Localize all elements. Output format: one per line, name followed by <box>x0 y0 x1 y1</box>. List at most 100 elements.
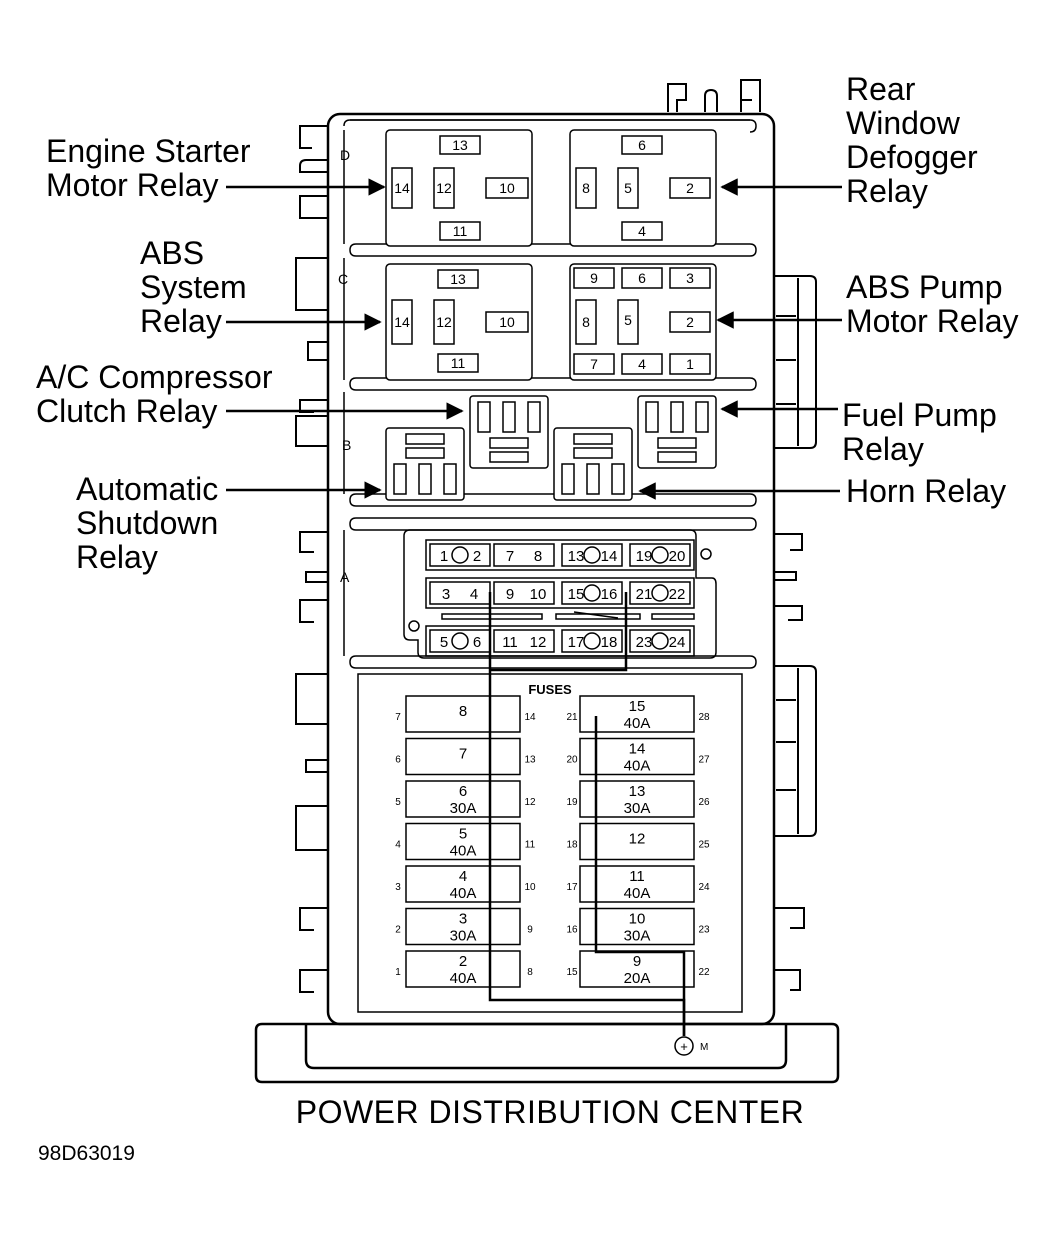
mini-fuse-number: 19 <box>636 548 653 565</box>
mini-fuse-number: 7 <box>506 548 514 565</box>
mini-fuse-number: 24 <box>669 634 686 651</box>
maxi-cavity-number: 15 <box>566 967 578 978</box>
relay-d-left-pin-top: 13 <box>452 137 468 153</box>
figure-id: 98D63019 <box>38 1142 135 1165</box>
maxi-fuse-number: 4 <box>459 868 467 885</box>
maxi-cavity-number: 6 <box>395 755 401 766</box>
maxi-cavity-number: 24 <box>698 882 710 893</box>
maxi-cavity-number: 27 <box>698 755 710 766</box>
relay-d-left-pin-left: 14 <box>394 180 410 196</box>
maxi-cavity-number: 13 <box>524 755 536 766</box>
mini-fuse-cavity: 23 24 <box>629 629 691 653</box>
maxi-cavity-number: 8 <box>527 967 533 978</box>
maxi-fuse-rating: 30A <box>624 800 651 817</box>
mini-fuse-number: 8 <box>534 548 542 565</box>
mini-fuse-number: 20 <box>669 548 686 565</box>
maxi-cavity-number: 23 <box>698 925 710 936</box>
relay-abs-pump <box>569 263 717 381</box>
maxi-cavity-number: 10 <box>524 882 536 893</box>
label-abs-system: ABS System Relay <box>140 235 247 339</box>
maxi-cavity-number: 22 <box>698 967 710 978</box>
pdc-base <box>254 1022 840 1084</box>
maxi-cavity-number: 3 <box>395 882 401 893</box>
maxi-fuse-number: 2 <box>459 953 467 970</box>
mini-fuse-number: 6 <box>473 634 481 651</box>
mini-fuse-number: 16 <box>601 586 618 603</box>
maxi-cavity-number: 20 <box>566 755 578 766</box>
relay-c-left-pin-top: 13 <box>450 271 466 287</box>
terminal-label: M <box>700 1042 708 1053</box>
left-side-clips <box>295 125 329 993</box>
maxi-fuse-rating: 30A <box>624 928 651 945</box>
relay-c-left-pin-bottom: 11 <box>451 355 466 371</box>
relay-c-left-pin-right: 10 <box>499 314 515 330</box>
maxi-fuse-rating: 40A <box>624 885 651 902</box>
row-bands <box>343 119 757 669</box>
mini-fuse-number: 21 <box>636 586 653 603</box>
mini-fuse-number: 23 <box>636 634 653 651</box>
mini-fuse-number: 1 <box>440 548 448 565</box>
relay-d-left-pin-mid: 12 <box>436 180 452 196</box>
relay-fuel-pump <box>637 395 717 469</box>
relay-d-right-pin-right: 2 <box>686 180 694 196</box>
maxi-fuse-rating: 40A <box>450 843 477 860</box>
maxi-fuse: 7 6 13 <box>395 737 536 776</box>
label-rear-window: Rear Window Defogger Relay <box>846 71 978 209</box>
diagram-title: POWER DISTRIBUTION CENTER <box>295 1094 805 1130</box>
label-ac-clutch: A/C Compressor Clutch Relay <box>36 359 273 429</box>
maxi-fuse-number: 9 <box>633 953 641 970</box>
label-abs-pump: ABS Pump Motor Relay <box>846 269 1019 339</box>
row-label-b: B <box>342 437 351 453</box>
mini-fuse-number: 18 <box>601 634 618 651</box>
mini-fuse-number: 10 <box>530 586 547 603</box>
mini-fuse-number: 2 <box>473 548 481 565</box>
relay-c-left-pin-mid: 12 <box>436 314 452 330</box>
maxi-fuse-number: 15 <box>629 698 646 715</box>
maxi-cavity-number: 21 <box>566 712 578 723</box>
maxi-cavity-number: 18 <box>566 840 578 851</box>
maxi-fuse-rating: 40A <box>624 758 651 775</box>
relay-c-right-pin-t3: 3 <box>686 270 694 286</box>
maxi-fuse-number: 7 <box>459 746 467 763</box>
row-label-d: D <box>340 147 350 163</box>
relay-d-left-pin-bottom: 11 <box>453 223 468 239</box>
maxi-cavity-number: 2 <box>395 925 401 936</box>
relay-d-right-pin-top: 6 <box>638 137 646 153</box>
right-side-clips <box>774 275 817 991</box>
maxi-fuse-number: 6 <box>459 783 467 800</box>
relay-abs-system <box>385 263 533 381</box>
relay-engine-starter <box>385 129 533 247</box>
row-label-a: A <box>340 569 350 585</box>
top-connector-tabs <box>667 79 761 112</box>
relay-ac-clutch <box>469 395 549 469</box>
maxi-cavity-number: 4 <box>395 840 401 851</box>
mini-fuse-number: 5 <box>440 634 448 651</box>
maxi-cavity-number: 16 <box>566 925 578 936</box>
maxi-fuse-rating: 20A <box>624 970 651 987</box>
maxi-fuse-rating: 40A <box>450 885 477 902</box>
mini-fuse-number: 14 <box>601 548 618 565</box>
mini-fuse-number: 17 <box>568 634 585 651</box>
bus-wires <box>488 592 686 1036</box>
maxi-fuse-number: 12 <box>629 831 646 848</box>
maxi-cavity-number: 14 <box>524 712 536 723</box>
relay-c-right-pin-b2: 4 <box>638 356 646 372</box>
maxi-cavity-number: 11 <box>525 840 536 851</box>
